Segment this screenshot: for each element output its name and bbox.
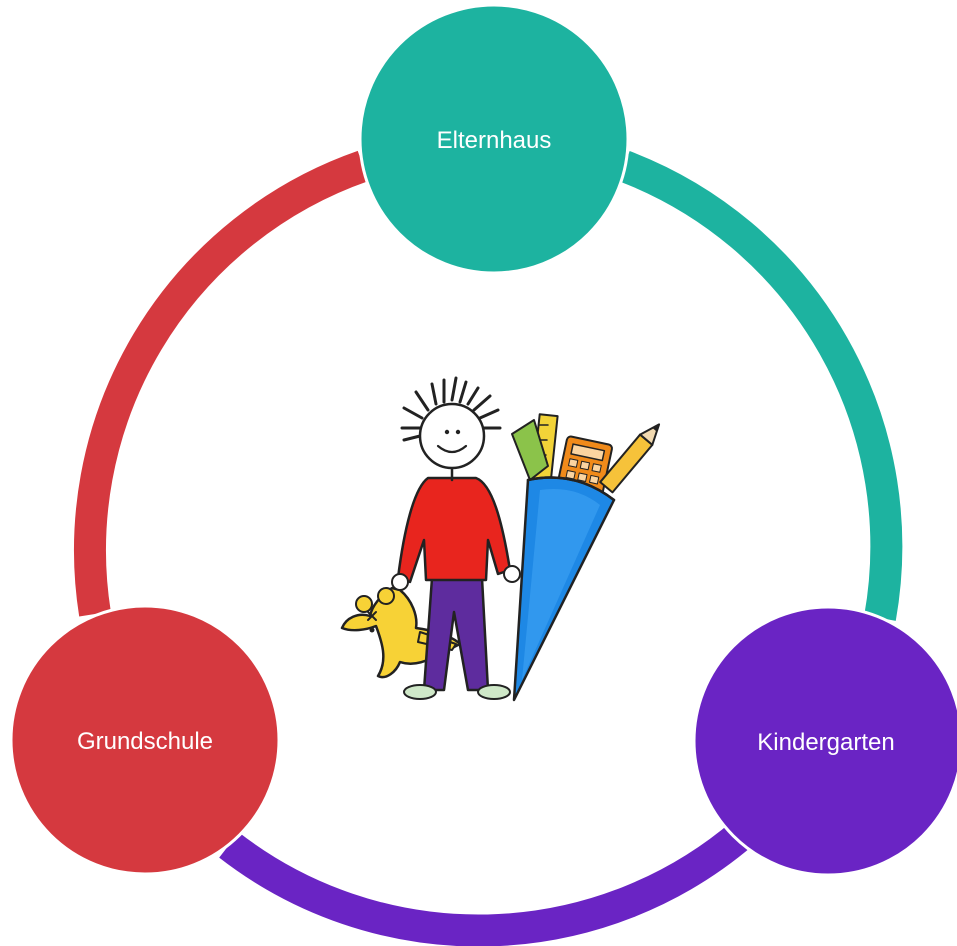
node-kindergarten-label: Kindergarten bbox=[757, 729, 894, 756]
node-elternhaus-label: Elternhaus bbox=[437, 127, 552, 154]
child-head bbox=[400, 376, 502, 470]
cycle-ring bbox=[73, 150, 903, 946]
arc-grundschule-to-elternhaus bbox=[73, 150, 369, 617]
node-elternhaus: Elternhaus bbox=[358, 3, 630, 275]
node-elternhaus-circle bbox=[358, 3, 630, 275]
child-illustration bbox=[340, 376, 661, 702]
node-kindergarten-circle bbox=[692, 605, 957, 877]
right-shoe bbox=[477, 684, 511, 700]
arc-kindergarten-to-grundschule bbox=[219, 820, 754, 946]
node-grundschule: Grundschule bbox=[9, 604, 281, 876]
right-hand bbox=[503, 565, 521, 583]
child-legs bbox=[422, 576, 490, 692]
node-grundschule-label: Grundschule bbox=[77, 728, 213, 755]
child-shirt bbox=[396, 476, 512, 584]
arc-elternhaus-to-kindergarten bbox=[618, 151, 903, 621]
school-cone-icon bbox=[511, 413, 661, 702]
left-hand bbox=[391, 573, 409, 591]
node-kindergarten: Kindergarten bbox=[692, 605, 957, 877]
left-shoe bbox=[403, 684, 437, 700]
node-grundschule-circle bbox=[9, 604, 281, 876]
